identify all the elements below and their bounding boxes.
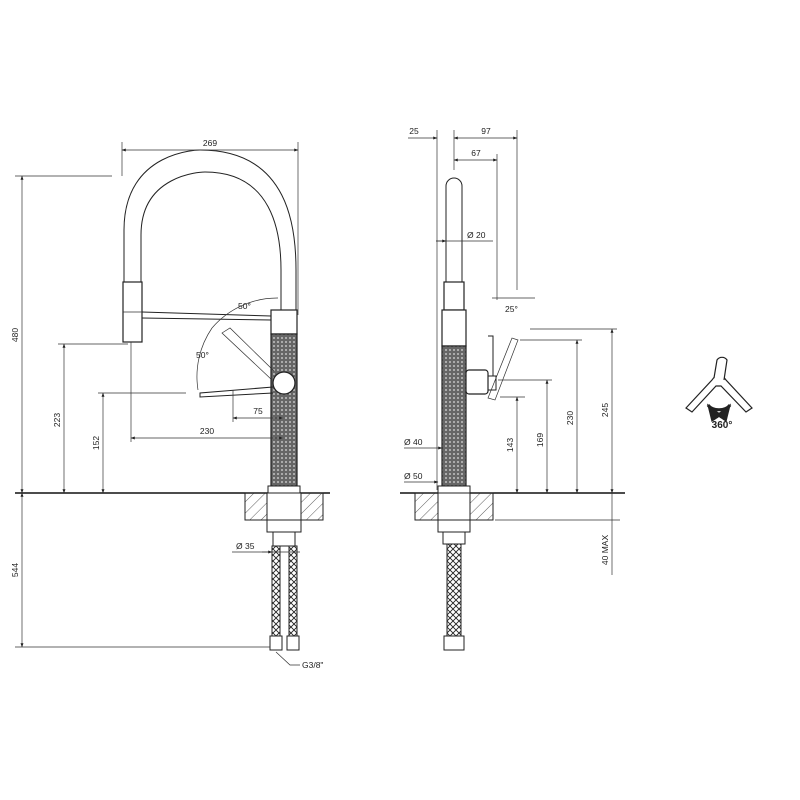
hose-left (271, 545, 281, 643)
dim-handle-reach-label: 75 (253, 406, 263, 416)
side-hose (446, 543, 462, 641)
dim-width-label: 269 (203, 138, 217, 148)
dim-depth-label: 97 (481, 126, 491, 136)
dim-spout-height-label: 223 (52, 413, 62, 427)
dim-handle-height-label: 152 (91, 436, 101, 450)
lever-knob (272, 371, 296, 395)
angle-lever-label: 25° (505, 304, 518, 314)
faucet-body (270, 333, 298, 487)
side-spout (445, 177, 463, 282)
dim-h230-label: 230 (565, 411, 575, 425)
side-body (441, 345, 467, 487)
dim-spout-dia-label: Ø 20 (467, 230, 486, 240)
dim-body-dia-label: Ø 40 (404, 437, 423, 447)
lever (199, 386, 274, 398)
dim-base-dia-label: Ø 50 (404, 471, 423, 481)
dim-shank-label: Ø 35 (236, 541, 255, 551)
front-view: 269 480 223 152 230 75 50° 50° 544 Ø 35 (10, 138, 330, 670)
dim-below-deck-label: 544 (10, 563, 20, 577)
dim-offset-label: 25 (409, 126, 419, 136)
dim-deck-max-label: 40 MAX (600, 535, 610, 566)
angle-bottom-label: 50° (196, 350, 209, 360)
dim-h169-label: 169 (535, 433, 545, 447)
dim-spray-reach-label: 230 (200, 426, 214, 436)
angle-top-label: 50° (238, 301, 251, 311)
rotation-label: 360° (712, 420, 733, 431)
spout-inner (140, 171, 282, 310)
dim-h245-label: 245 (600, 403, 610, 417)
hose-right (288, 545, 298, 643)
side-view: 25 97 67 Ø 20 25° Ø 40 Ø 50 143 169 230 … (400, 126, 625, 651)
spout-outer (123, 149, 297, 310)
rotation-360-icon: 360° (685, 356, 753, 431)
dim-total-height-label: 480 (10, 328, 20, 342)
dim-connection-label: G3/8" (302, 660, 323, 670)
dim-h143-label: 143 (505, 438, 515, 452)
dim-spout-depth-label: 67 (471, 148, 481, 158)
